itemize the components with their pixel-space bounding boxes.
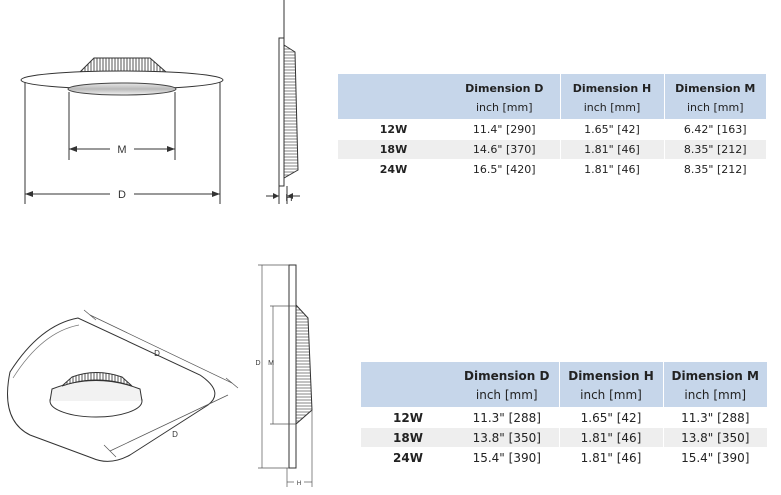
cell-m: 6.42" [163]	[663, 119, 766, 140]
table-row: 18W 13.8" [350] 1.81" [46] 13.8" [350]	[361, 427, 767, 448]
row-label: 12W	[361, 407, 455, 428]
unit-dimension-m: inch [mm]	[663, 98, 766, 120]
dimension-table-square: Dimension D Dimension H Dimension M inch…	[361, 362, 767, 467]
table-row: 12W 11.4" [290] 1.65" [42] 6.42" [163]	[338, 119, 766, 140]
table-header-row: Dimension D Dimension H Dimension M	[361, 362, 767, 408]
dimension-table-round: Dimension D Dimension H Dimension M inch…	[338, 74, 766, 179]
table-row: 24W 16.5" [420] 1.81" [46] 8.35" [212]	[338, 159, 766, 179]
header-dimension-d: Dimension D	[449, 74, 560, 98]
header-dimension-h: Dimension H	[559, 74, 664, 98]
cell-h: 1.81" [46]	[558, 427, 663, 448]
unit-dimension-m: inch [mm]	[662, 386, 767, 408]
dim-label-d-iso-1: D	[154, 349, 160, 358]
table-unit-row: inch [mm] inch [mm] inch [mm]	[361, 386, 767, 408]
table-header-blank	[361, 362, 455, 408]
table-header-row: Dimension D Dimension H Dimension M	[338, 74, 766, 120]
table-row: 12W 11.3" [288] 1.65" [42] 11.3" [288]	[361, 407, 767, 428]
row-label: 12W	[338, 119, 449, 140]
cell-h: 1.65" [42]	[558, 407, 663, 428]
header-dimension-m: Dimension M	[663, 74, 766, 98]
dim-label-h-side: H	[297, 481, 301, 487]
dim-label-h-top: H	[285, 193, 292, 204]
unit-dimension-h: inch [mm]	[559, 98, 664, 120]
dim-label-m-top: M	[117, 144, 126, 156]
row-label: 24W	[338, 159, 449, 179]
round-fixture-front-view	[20, 57, 224, 204]
cell-d: 16.5" [420]	[449, 159, 560, 179]
cell-h: 1.81" [46]	[558, 447, 663, 467]
cell-m: 15.4" [390]	[662, 447, 767, 467]
cell-m: 8.35" [212]	[663, 159, 766, 179]
cell-m: 8.35" [212]	[663, 139, 766, 160]
header-dimension-m: Dimension M	[662, 362, 767, 386]
row-label: 18W	[361, 427, 455, 448]
cell-h: 1.81" [46]	[559, 159, 664, 179]
cell-h: 1.65" [42]	[559, 119, 664, 140]
cell-d: 15.4" [390]	[455, 447, 559, 467]
row-label: 18W	[338, 139, 449, 160]
dim-label-d-iso-2: D	[172, 430, 178, 439]
table-row: 18W 14.6" [370] 1.81" [46] 8.35" [212]	[338, 139, 766, 160]
cell-d: 11.3" [288]	[455, 407, 559, 428]
table-row: 24W 15.4" [390] 1.81" [46] 15.4" [390]	[361, 447, 767, 467]
row-label: 24W	[361, 447, 455, 467]
cell-d: 14.6" [370]	[449, 139, 560, 160]
square-fixture-side-view	[258, 264, 313, 487]
table-header-blank	[338, 74, 449, 120]
dim-label-d-top: D	[118, 189, 126, 201]
square-fixture-isometric-view	[7, 309, 239, 462]
cell-m: 11.3" [288]	[662, 407, 767, 428]
table-unit-row: inch [mm] inch [mm] inch [mm]	[338, 98, 766, 120]
dim-label-d-side: D	[255, 360, 260, 367]
unit-dimension-h: inch [mm]	[558, 386, 663, 408]
header-dimension-h: Dimension H	[558, 362, 663, 386]
round-fixture-side-view	[266, 0, 300, 204]
cell-d: 11.4" [290]	[449, 119, 560, 140]
dim-label-m-side: M	[268, 360, 274, 367]
cell-m: 13.8" [350]	[662, 427, 767, 448]
cell-h: 1.81" [46]	[559, 139, 664, 160]
cell-d: 13.8" [350]	[455, 427, 559, 448]
header-dimension-d: Dimension D	[455, 362, 559, 386]
unit-dimension-d: inch [mm]	[455, 386, 559, 408]
unit-dimension-d: inch [mm]	[449, 98, 560, 120]
